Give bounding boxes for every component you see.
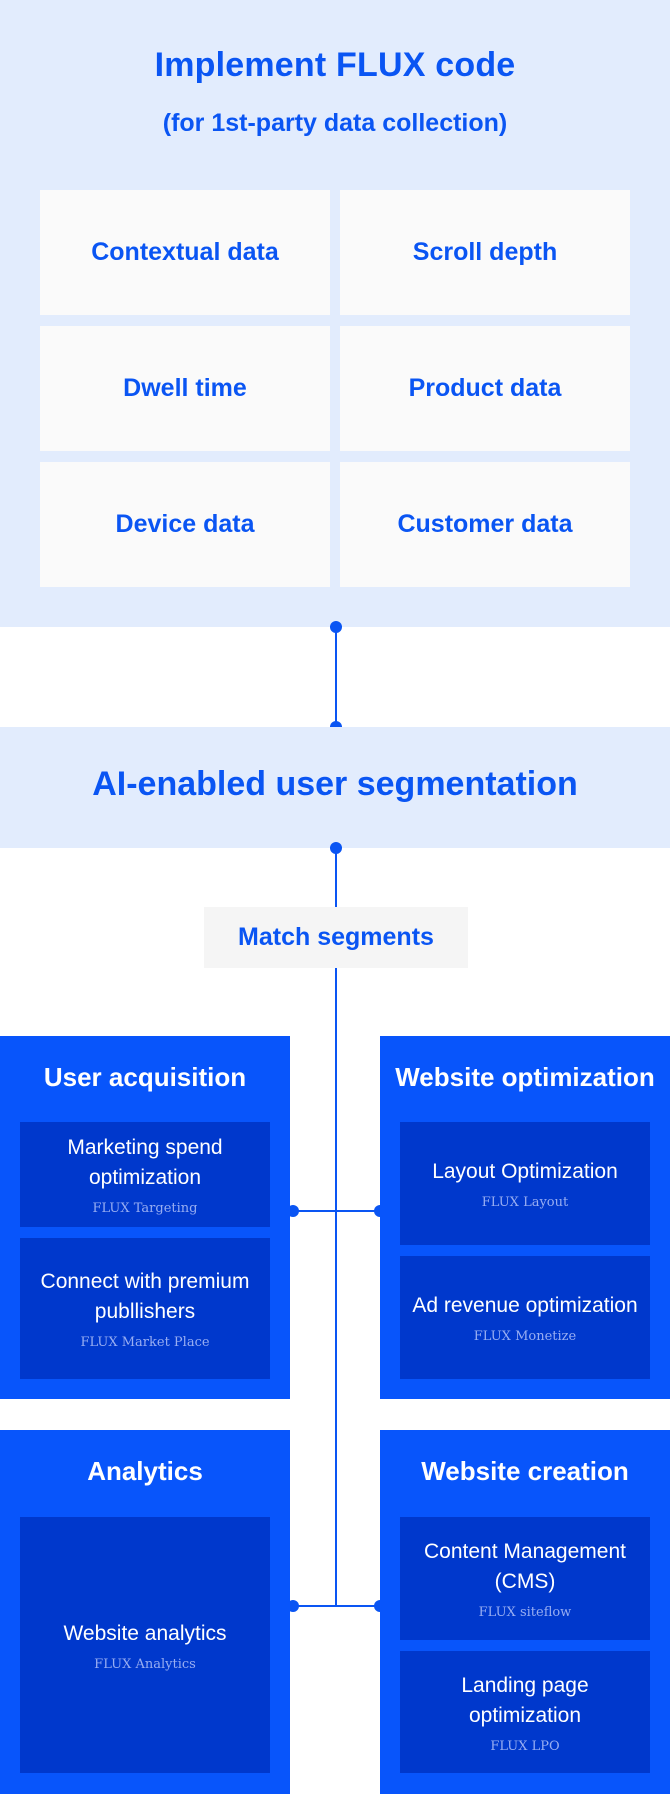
category-title: Website creation [421, 1456, 629, 1486]
product-name: Content Management (CMS) [424, 1540, 626, 1593]
data-tile-product: Product data [340, 326, 630, 451]
connector-branch [292, 1210, 380, 1212]
connector-dot [287, 1205, 299, 1217]
connector-trunk [335, 848, 337, 1606]
product-brand: FLUX Market Place [80, 1335, 210, 1350]
category-title: Analytics [87, 1456, 203, 1486]
product-brand: FLUX LPO [490, 1738, 560, 1754]
product-name: Layout Optimization [432, 1160, 618, 1183]
product-card-cms[interactable]: Content Management (CMS) FLUX siteflow [400, 1517, 650, 1640]
product-brand: FLUX Targeting [92, 1201, 198, 1216]
product-card-layout-optimization[interactable]: Layout Optimization FLUX Layout [400, 1122, 650, 1245]
product-card-premium-publishers[interactable]: Connect with premium publlishers FLUX Ma… [20, 1238, 270, 1379]
product-name: Marketing spend optimization [67, 1136, 223, 1189]
product-name: Landing page optimization [461, 1673, 589, 1727]
product-name: Ad revenue optimization [412, 1294, 638, 1317]
data-tile-dwell-time: Dwell time [40, 326, 330, 451]
product-brand: FLUX siteflow [478, 1605, 572, 1620]
data-tile-scroll-depth: Scroll depth [340, 190, 630, 315]
flux-code-title: Implement FLUX code [154, 46, 516, 84]
product-card-marketing-spend[interactable]: Marketing spend optimization FLUX Target… [20, 1122, 270, 1227]
product-name: Website analytics [63, 1621, 227, 1645]
match-segments-box: Match segments [204, 907, 468, 968]
segmentation-title: AI-enabled user segmentation [92, 765, 578, 803]
data-tile-contextual: Contextual data [40, 190, 330, 315]
connector-dot [330, 842, 342, 854]
connector-dot [287, 1600, 299, 1612]
flux-code-subtitle: (for 1st-party data collection) [162, 109, 508, 137]
category-title: Website optimization [395, 1062, 655, 1092]
data-tile-customer: Customer data [340, 462, 630, 587]
connector-branch [292, 1605, 380, 1607]
data-tile-device: Device data [40, 462, 330, 587]
product-card-website-analytics[interactable]: Website analytics FLUX Analytics [20, 1517, 270, 1773]
product-card-landing-page[interactable]: Landing page optimization FLUX LPO [400, 1651, 650, 1773]
product-brand: FLUX Layout [481, 1195, 569, 1210]
connector-dot [330, 621, 342, 633]
product-brand: FLUX Monetize [473, 1329, 577, 1344]
connector-line [335, 627, 337, 727]
product-card-ad-revenue[interactable]: Ad revenue optimization FLUX Monetize [400, 1256, 650, 1379]
product-name: Connect with premium publlishers [40, 1270, 250, 1323]
product-brand: FLUX Analytics [94, 1656, 196, 1672]
category-title: User acquisition [43, 1062, 247, 1092]
segmentation-panel [0, 727, 670, 848]
